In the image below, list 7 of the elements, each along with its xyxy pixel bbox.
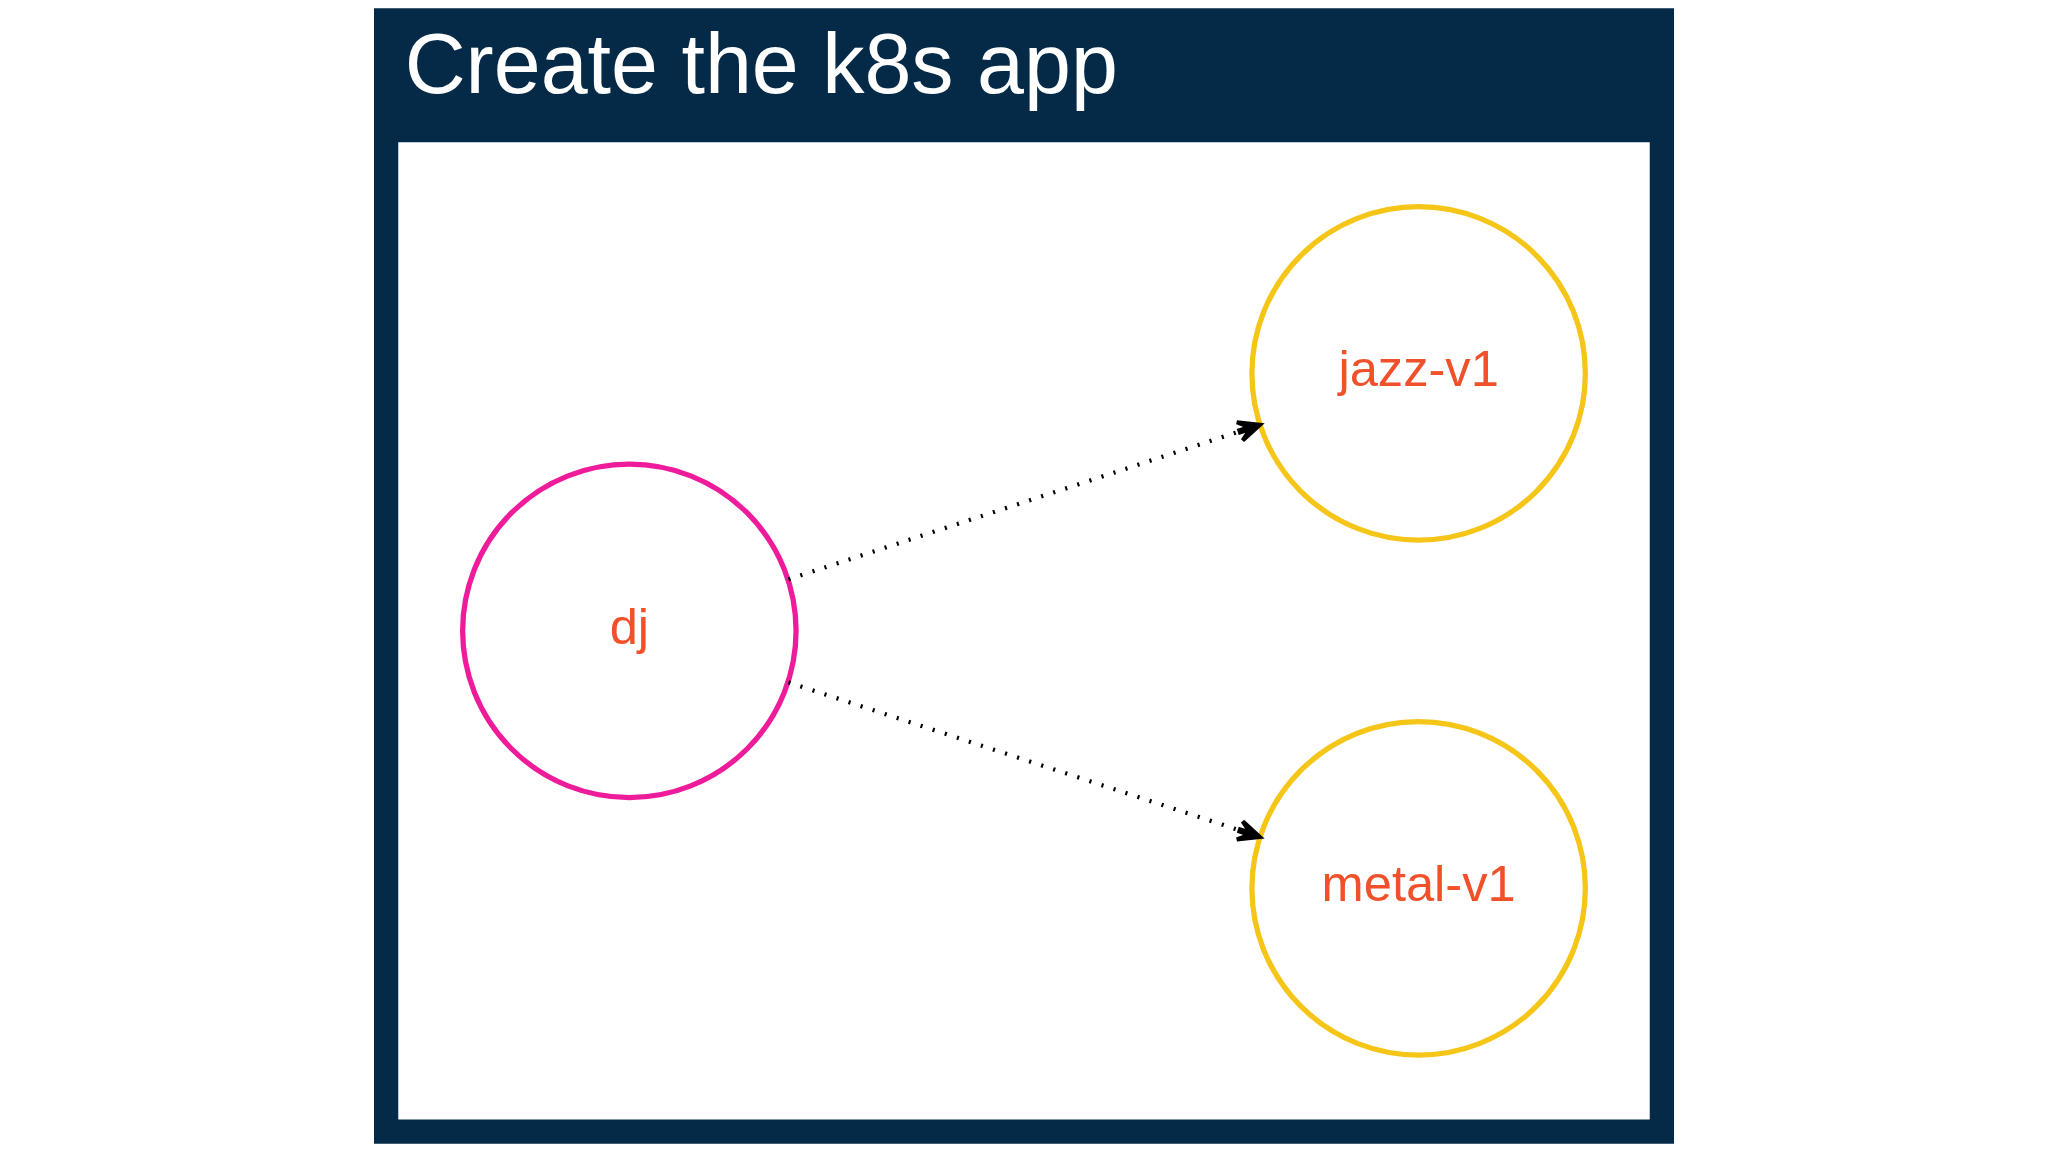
node-circle: metal-v1 [1249, 719, 1588, 1058]
arrow [787, 420, 1262, 582]
node-circle: dj [460, 461, 799, 801]
diagram-title: Create the k8s app [404, 16, 1118, 111]
arrow [787, 680, 1262, 842]
cluster [398, 142, 1650, 1120]
node-circle: jazz-v1 [1249, 204, 1588, 543]
